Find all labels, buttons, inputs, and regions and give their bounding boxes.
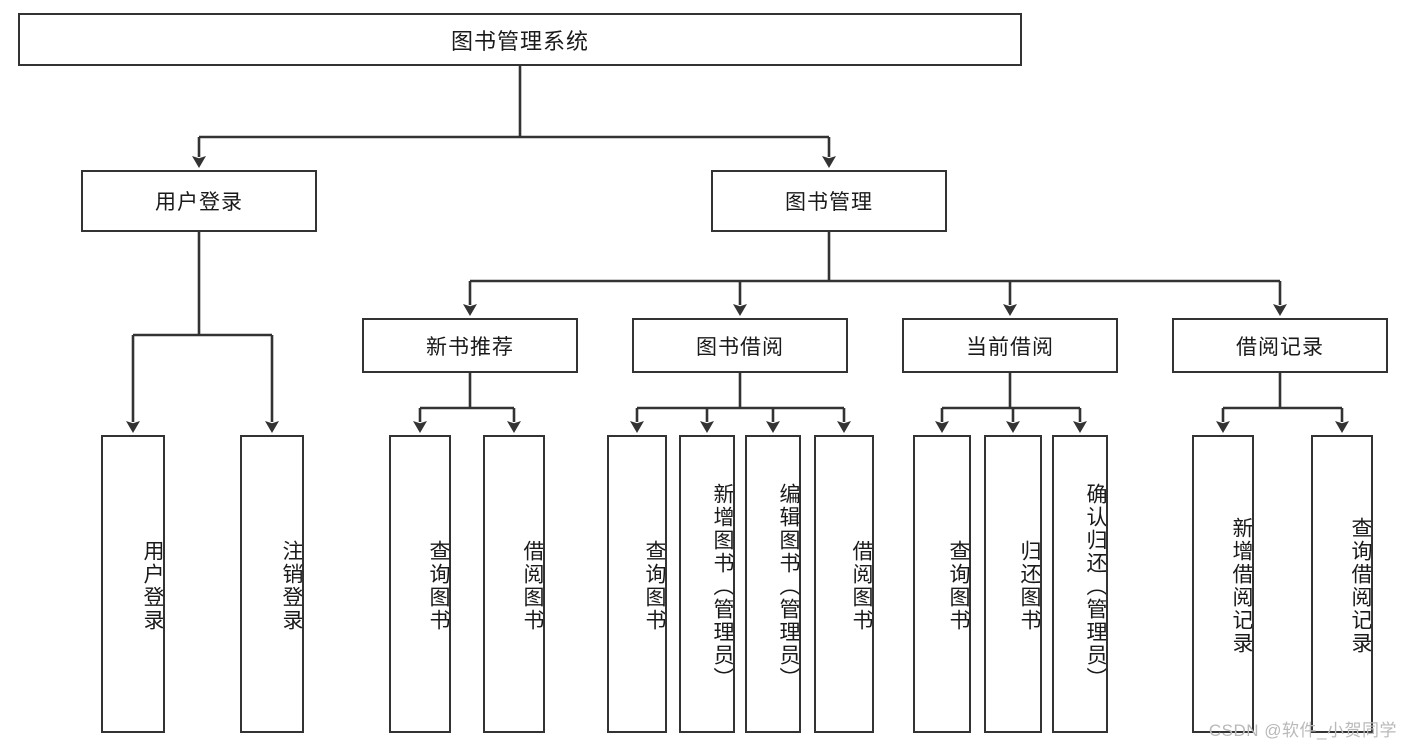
node-borrow-record[interactable]: 借阅记录 [1172, 318, 1388, 373]
node-label: 借阅记录 [1236, 335, 1324, 359]
node-label: 注销登录 [280, 540, 303, 632]
node-current-borrow[interactable]: 当前借阅 [902, 318, 1118, 373]
node-label: 借阅图书 [850, 540, 873, 632]
node-label: 归还图书 [1018, 540, 1041, 632]
node-root[interactable]: 图书管理系统 [18, 13, 1022, 66]
node-book-borrow[interactable]: 图书借阅 [632, 318, 848, 373]
node-leaf-query-record[interactable]: 查询借阅记录 [1311, 435, 1373, 733]
node-label: 新书推荐 [426, 335, 514, 359]
node-label: 编辑图书（管理员） [777, 482, 800, 690]
node-label: 用户登录 [155, 191, 243, 214]
node-leaf-user-login[interactable]: 用户登录 [101, 435, 165, 733]
node-leaf-query-book-2[interactable]: 查询图书 [607, 435, 667, 733]
node-label: 查询图书 [947, 540, 970, 632]
node-label: 确认归还（管理员） [1084, 482, 1107, 690]
node-leaf-edit-book[interactable]: 编辑图书（管理员） [745, 435, 801, 733]
node-leaf-query-book-1[interactable]: 查询图书 [389, 435, 451, 733]
node-leaf-query-book-3[interactable]: 查询图书 [913, 435, 971, 733]
node-leaf-confirm-return[interactable]: 确认归还（管理员） [1052, 435, 1108, 733]
node-label: 图书借阅 [696, 335, 784, 359]
node-leaf-add-record[interactable]: 新增借阅记录 [1192, 435, 1254, 733]
node-label: 当前借阅 [966, 335, 1054, 359]
node-label: 图书管理 [785, 191, 873, 214]
node-leaf-add-book[interactable]: 新增图书（管理员） [679, 435, 735, 733]
node-label: 查询图书 [643, 540, 666, 632]
node-leaf-borrow-book-2[interactable]: 借阅图书 [814, 435, 874, 733]
node-label: 图书管理系统 [450, 28, 589, 54]
node-leaf-borrow-book-1[interactable]: 借阅图书 [483, 435, 545, 733]
node-label: 借阅图书 [521, 540, 544, 632]
node-label: 查询图书 [427, 540, 450, 632]
node-label: 查询借阅记录 [1349, 517, 1372, 655]
node-leaf-user-logout[interactable]: 注销登录 [240, 435, 304, 733]
node-user-login[interactable]: 用户登录 [81, 170, 317, 232]
node-label: 新增图书（管理员） [711, 482, 734, 690]
node-label: 用户登录 [141, 540, 164, 632]
node-label: 新增借阅记录 [1230, 517, 1253, 655]
node-book-management[interactable]: 图书管理 [711, 170, 947, 232]
node-leaf-return-book[interactable]: 归还图书 [984, 435, 1042, 733]
node-new-book-recommend[interactable]: 新书推荐 [362, 318, 578, 373]
